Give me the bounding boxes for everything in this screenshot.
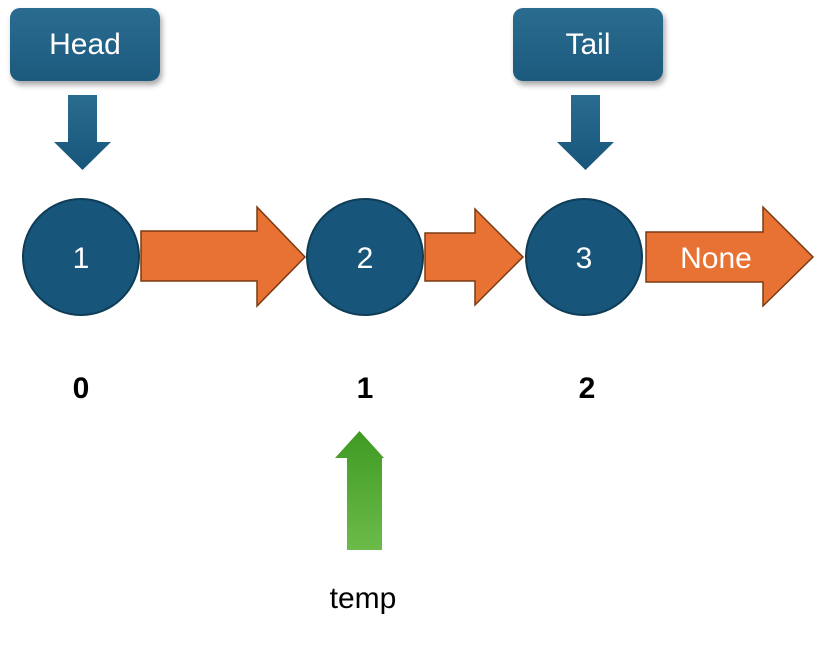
head-label-box: Head (10, 8, 160, 81)
next-arrow-2-to-3 (424, 207, 525, 307)
index-label-2: 2 (578, 372, 596, 405)
node-value-1: 1 (73, 242, 90, 275)
temp-label: temp (329, 582, 397, 615)
next-arrow-3-to-none (645, 205, 815, 308)
tail-label: Tail (565, 27, 611, 61)
temp-pointer-arrow (335, 431, 384, 550)
node-circle-1 (22, 198, 140, 316)
index-label-0: 0 (72, 372, 90, 405)
node-circle-3 (525, 198, 643, 316)
none-label: None (680, 242, 752, 275)
index-label-1: 1 (356, 372, 374, 405)
next-arrow-1-to-2 (140, 205, 307, 308)
tail-pointer-arrow (557, 95, 614, 170)
node-value-2: 2 (357, 242, 374, 275)
tail-label-box: Tail (513, 8, 663, 81)
head-pointer-arrow (54, 95, 111, 170)
node-value-3: 3 (576, 242, 593, 275)
node-circle-2 (306, 198, 424, 316)
head-label: Head (49, 27, 121, 61)
